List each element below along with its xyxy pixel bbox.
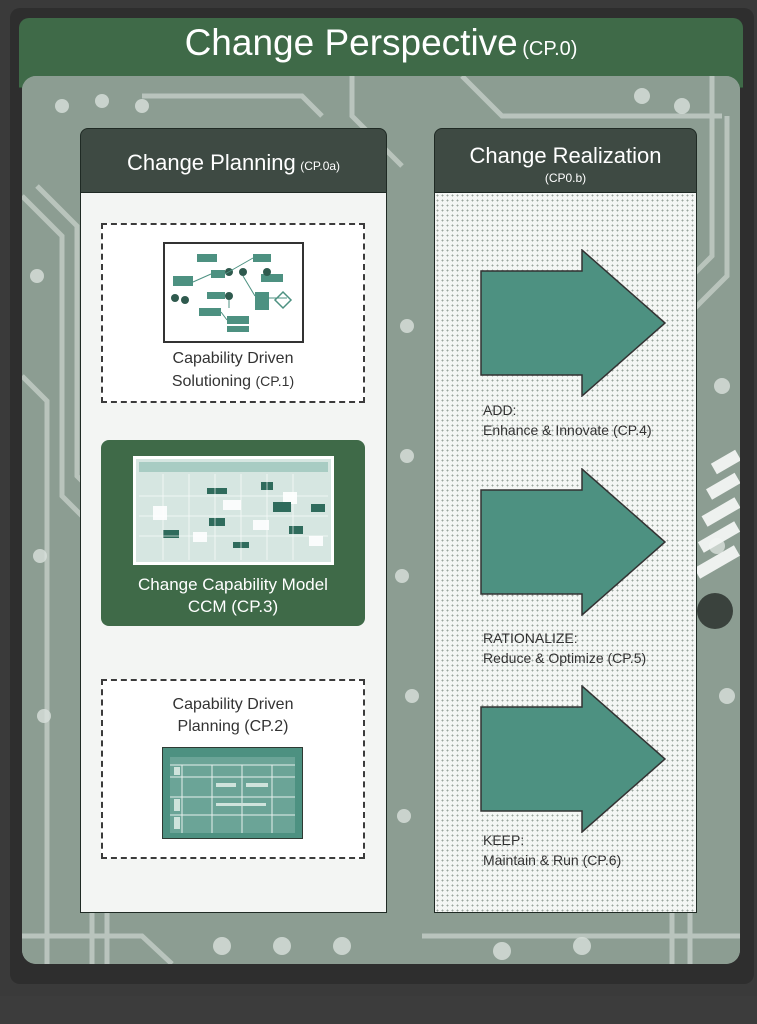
keep-arrow-label: KEEP: Maintain & Run (CP.6) (483, 830, 621, 870)
bottom-strip (0, 996, 757, 1024)
page-title: Change Perspective (CP.0) (19, 22, 743, 64)
cp2-label: Capability Driven Planning (CP.2) (101, 694, 365, 738)
add-label: ADD: (483, 402, 517, 418)
change-planning-code: (CP.0a) (300, 159, 341, 173)
rationalize-label: RATIONALIZE: (483, 630, 578, 646)
keep-detail: Maintain & Run (CP.6) (483, 852, 622, 868)
add-arrow-label: ADD: Enhance & Innovate (CP.4) (483, 400, 652, 440)
add-detail: Enhance & Innovate (CP.4) (483, 422, 652, 438)
cp2-line2: Planning (CP.2) (177, 718, 289, 735)
ccm-line2: CCM (CP.3) (187, 597, 279, 616)
cp1-line1: Capability Driven (172, 350, 294, 367)
change-realization-header (434, 128, 697, 193)
rationalize-arrow-icon (480, 468, 666, 616)
title-code: (CP.0) (522, 38, 578, 60)
cp1-label: Capability Driven Solutioning (CP.1) (101, 348, 365, 393)
cp1-code: (CP.1) (255, 373, 295, 389)
rationalize-detail: Reduce & Optimize (CP.5) (483, 650, 647, 666)
change-planning-header (80, 128, 387, 193)
rationalize-arrow-label: RATIONALIZE: Reduce & Optimize (CP.5) (483, 628, 646, 668)
change-planning-label: Change Planning (126, 150, 296, 175)
add-arrow-icon (480, 249, 666, 397)
solutioning-diagram-thumbnail (163, 242, 304, 343)
keep-label: KEEP: (483, 832, 525, 848)
planning-table-thumbnail (162, 747, 303, 839)
capability-model-thumbnail (133, 456, 334, 565)
keep-arrow-icon (480, 685, 666, 833)
cp1-line2: Solutioning (171, 373, 252, 390)
change-realization-code: (CP0.b) (544, 171, 587, 185)
cp2-line1: Capability Driven (172, 696, 294, 713)
change-realization-label: Change Realization (469, 143, 662, 168)
title-main: Change Perspective (184, 22, 518, 63)
change-planning-title: Change Planning (CP.0a) (80, 150, 387, 176)
ccm-label: Change Capability Model CCM (CP.3) (101, 574, 365, 618)
ccm-line1: Change Capability Model (138, 575, 328, 594)
